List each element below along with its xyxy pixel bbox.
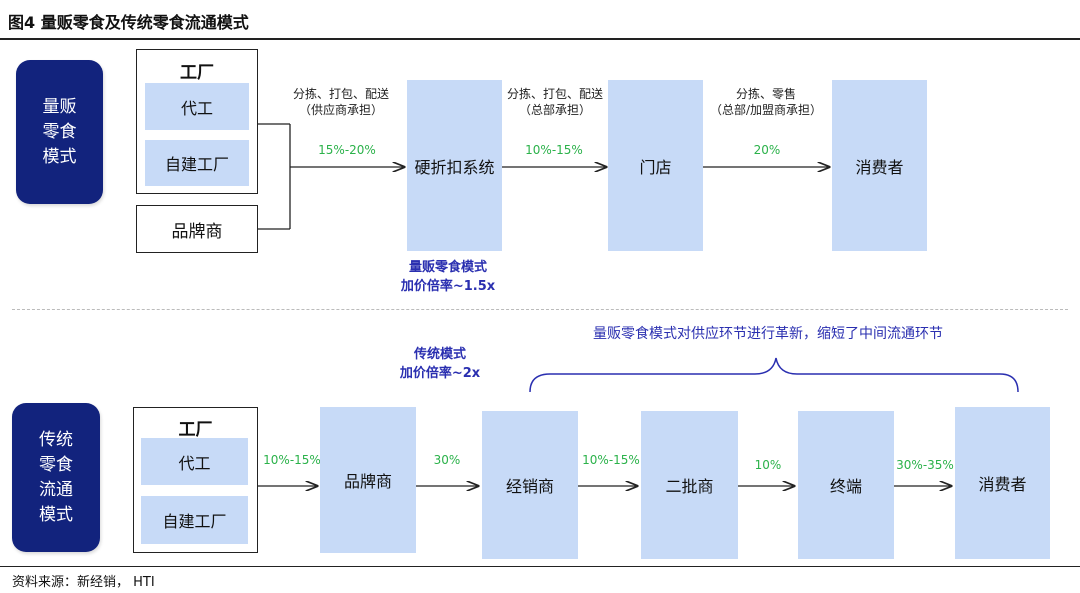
percent-bottom-1: 10%-15%	[263, 453, 321, 467]
text-line: 分拣、打包、配送	[292, 87, 389, 101]
brace-caption: 量贩零食模式对供应环节进行革新，缩短了中间流通环节	[593, 326, 943, 342]
node-consumer-bottom: 消费者	[955, 407, 1050, 559]
note-supplier: 分拣、打包、配送 （供应商承担）	[272, 86, 410, 118]
brace-shape	[529, 357, 1019, 393]
percent-top-3: 20%	[753, 143, 781, 157]
percent-bottom-5: 30%-35%	[896, 458, 954, 472]
node-store: 门店	[608, 80, 703, 251]
own-factory-box-bottom: 自建工厂	[141, 496, 248, 544]
percent-bottom-4: 10%	[754, 458, 782, 472]
section-divider	[12, 309, 1068, 310]
text-line: 传统模式	[413, 347, 466, 362]
node-brand: 品牌商	[320, 407, 416, 553]
node-wholesaler: 二批商	[641, 411, 738, 559]
markup-label-traditional-text: 传统模式加价倍率~2x	[370, 345, 510, 383]
figure-title: 图4 量贩零食及传统零食流通模式	[8, 13, 249, 32]
node-distributor: 经销商	[482, 411, 578, 559]
text-line: 加价倍率~1.5x	[400, 279, 496, 294]
bottom-rule	[0, 566, 1080, 567]
note-hq: 分拣、打包、配送 （总部承担）	[494, 86, 616, 118]
oem-box-bottom: 代工	[141, 438, 248, 485]
text-line: 加价倍率~2x	[399, 366, 481, 381]
node-discount-system: 硬折扣系统	[407, 80, 502, 251]
factory-group-top: 工厂 代工 自建工厂	[136, 49, 258, 194]
text-line: （供应商承担）	[298, 103, 383, 117]
factory-group-bottom: 工厂 代工 自建工厂	[133, 407, 258, 553]
brand-box-top: 品牌商	[136, 205, 258, 253]
note-franchise: 分拣、零售 （总部/加盟商承担）	[696, 86, 836, 118]
factory-header: 工厂	[180, 63, 214, 83]
oem-box: 代工	[145, 83, 249, 130]
side-label-mass-snack: 量贩零食模式	[16, 60, 103, 204]
percent-top-1: 15%-20%	[318, 143, 376, 157]
note-hq-text: 分拣、打包、配送 （总部承担）	[494, 86, 616, 118]
node-consumer-top: 消费者	[832, 80, 927, 251]
markup-label-mass: 量贩零食模式加价倍率~1.5x	[378, 258, 518, 296]
markup-label-traditional: 传统模式加价倍率~2x	[370, 345, 510, 383]
text-line: （总部/加盟商承担）	[709, 103, 823, 117]
text-line: 分拣、打包、配送	[506, 87, 603, 101]
markup-label-mass-text: 量贩零食模式加价倍率~1.5x	[378, 258, 518, 296]
top-connectors	[258, 123, 829, 230]
percent-bottom-3: 10%-15%	[582, 453, 640, 467]
side-label-traditional: 传统零食流通模式	[12, 403, 100, 552]
text-line: 分拣、零售	[735, 87, 796, 101]
text-line: （总部承担）	[518, 103, 591, 117]
note-supplier-text: 分拣、打包、配送 （供应商承担）	[272, 86, 410, 118]
node-terminal: 终端	[798, 411, 894, 559]
factory-header-bottom: 工厂	[178, 420, 213, 440]
text-line: 量贩零食模式	[408, 260, 487, 275]
top-rule	[0, 38, 1080, 40]
note-franchise-text: 分拣、零售 （总部/加盟商承担）	[696, 86, 836, 118]
percent-top-2: 10%-15%	[525, 143, 583, 157]
own-factory-box: 自建工厂	[145, 140, 249, 186]
percent-bottom-2: 30%	[433, 453, 461, 467]
source-note: 资料来源：新经销， HTI	[12, 575, 155, 590]
